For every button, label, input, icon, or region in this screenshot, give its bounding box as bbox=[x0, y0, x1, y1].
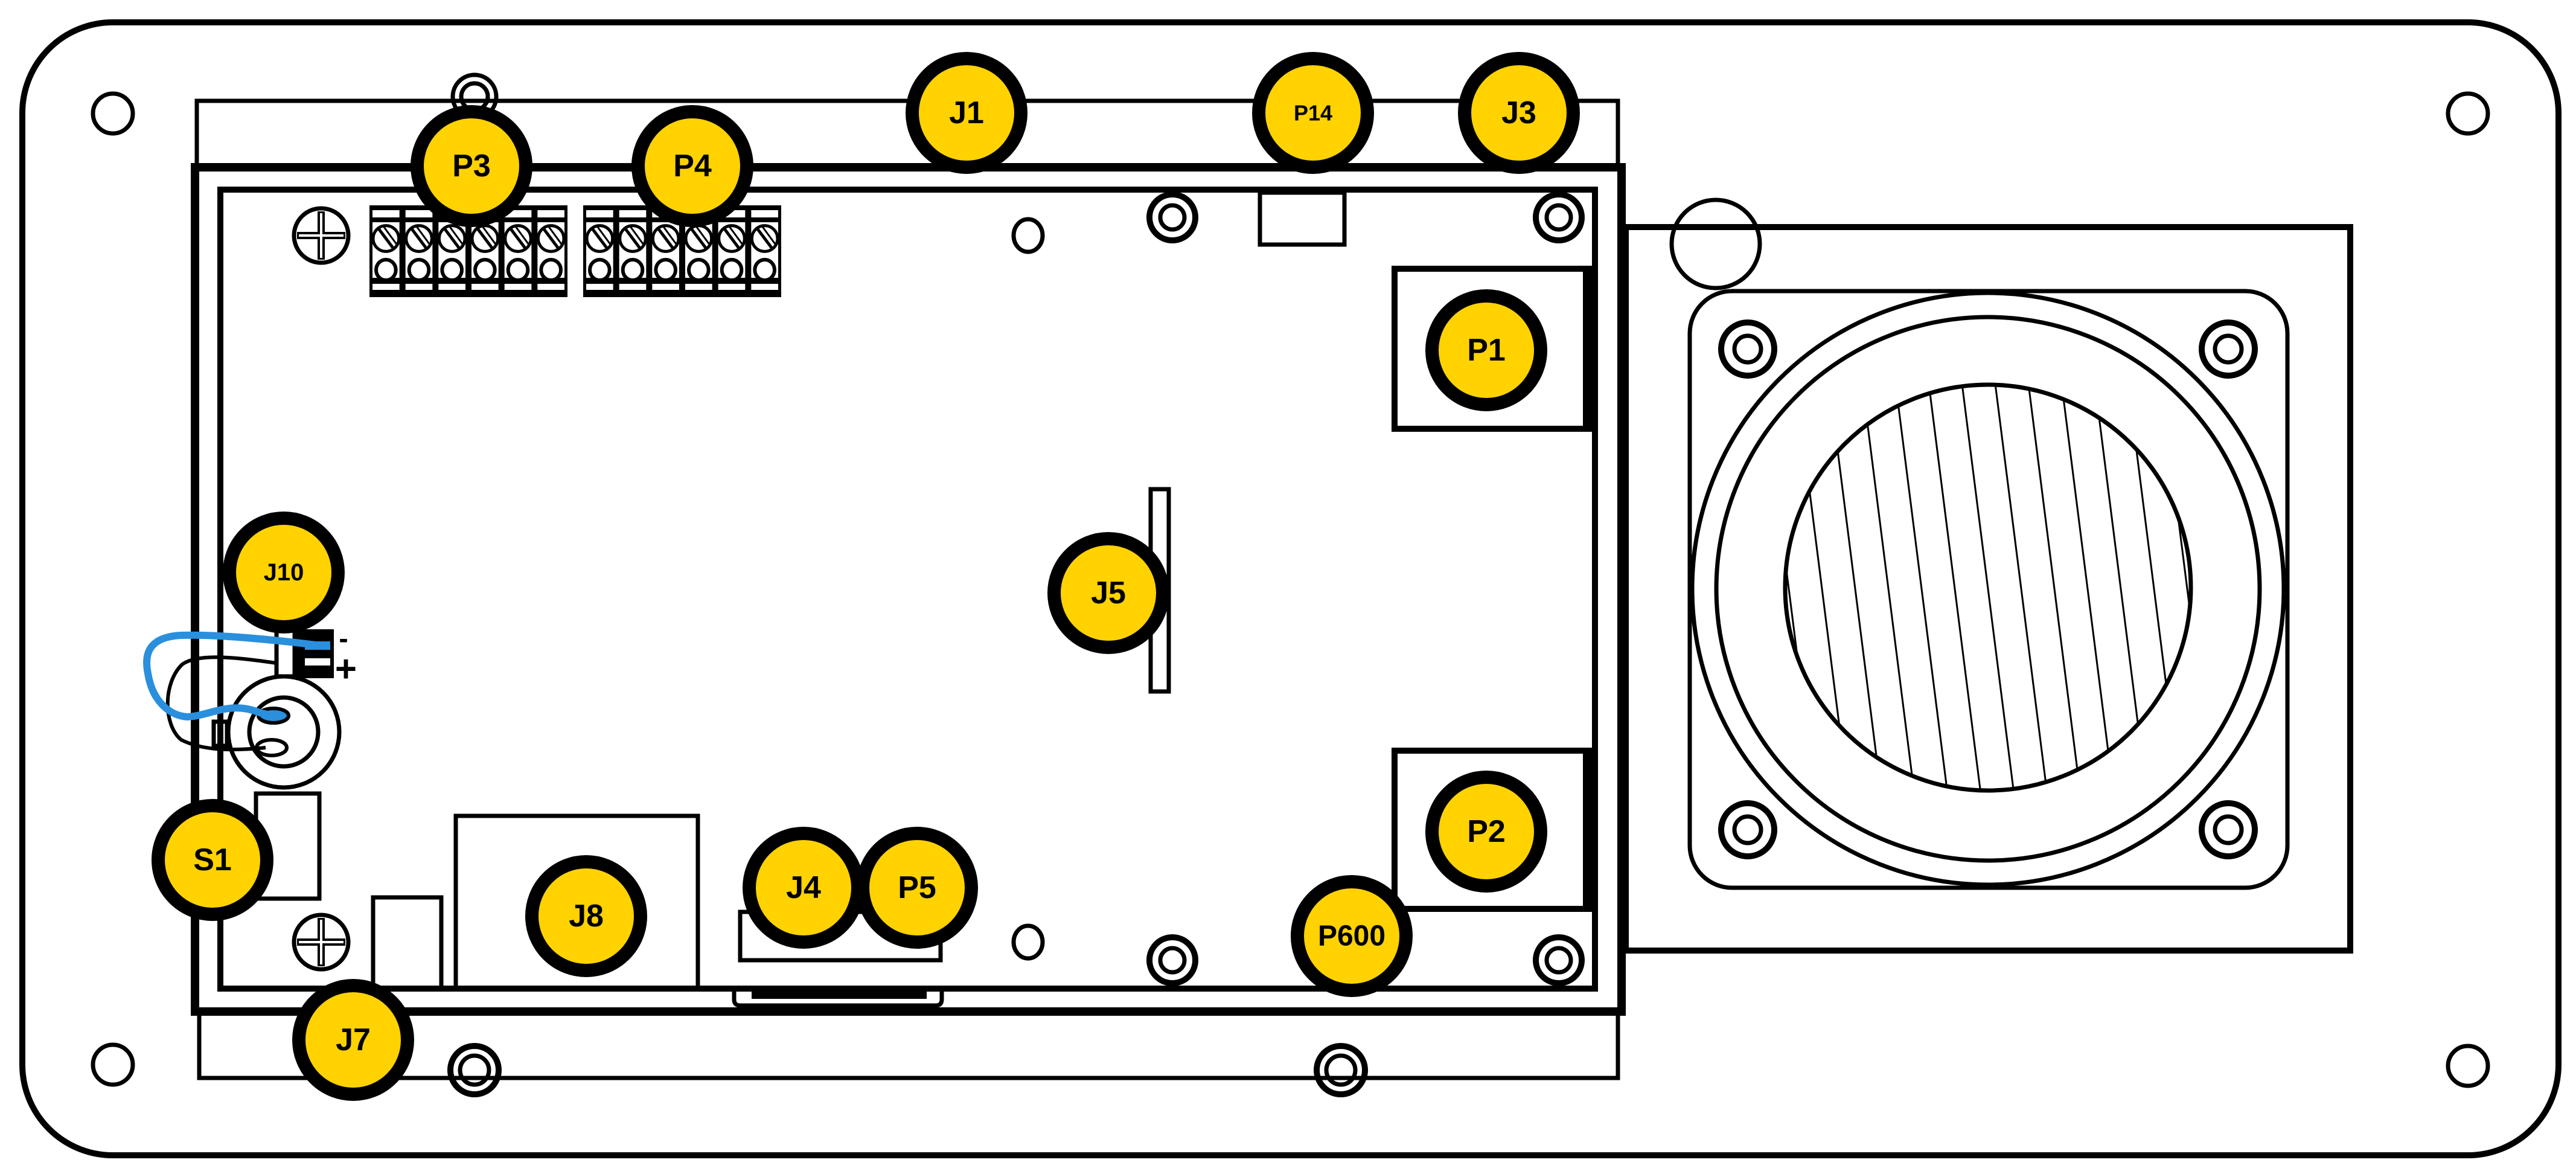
phillips-screw-bottom-left bbox=[292, 913, 351, 972]
p14-header bbox=[1258, 190, 1347, 247]
j7-connector-body bbox=[371, 895, 444, 991]
p4-terminal bbox=[717, 210, 746, 290]
callout-j3-label: J3 bbox=[1501, 95, 1536, 130]
callout-p5[interactable]: P5 bbox=[856, 827, 978, 949]
callout-j10-label: J10 bbox=[264, 559, 304, 586]
polarity-plus-mark: + bbox=[335, 649, 357, 690]
grille-line bbox=[1860, 386, 1917, 789]
speaker-screw-top-right bbox=[2199, 319, 2258, 379]
callout-p3[interactable]: P3 bbox=[411, 105, 532, 227]
pcb-standoff-bottom-center bbox=[1146, 934, 1198, 986]
callout-p2-label: P2 bbox=[1467, 814, 1506, 849]
j4-p5-connector-tab bbox=[732, 990, 944, 1008]
callout-p5-label: P5 bbox=[898, 870, 936, 905]
callout-j8-label: J8 bbox=[569, 899, 604, 934]
callout-p14-label: P14 bbox=[1294, 101, 1332, 126]
callout-j1-label: J1 bbox=[949, 95, 984, 130]
callout-p4[interactable]: P4 bbox=[631, 105, 753, 227]
pcb-hole-bottom bbox=[1011, 923, 1045, 961]
callout-j4-label: J4 bbox=[786, 870, 821, 905]
callout-j3[interactable]: J3 bbox=[1458, 52, 1580, 174]
j8-connector-body bbox=[453, 813, 700, 991]
p3-terminal bbox=[371, 210, 401, 290]
grille-line bbox=[1794, 386, 1850, 789]
p4-terminal bbox=[750, 210, 779, 290]
grille-line bbox=[1926, 386, 1983, 789]
callout-j10[interactable]: J10 bbox=[223, 512, 345, 634]
callout-p14[interactable]: P14 bbox=[1252, 52, 1374, 174]
grille-line bbox=[2059, 386, 2116, 789]
callout-p1-label: P1 bbox=[1467, 333, 1506, 368]
phillips-screw-top-left bbox=[292, 206, 351, 265]
callout-p600[interactable]: P600 bbox=[1291, 875, 1413, 997]
speaker-outer-ring bbox=[1690, 290, 2286, 887]
mounting-hole-bottom-right bbox=[2446, 1044, 2490, 1088]
callout-p4-label: P4 bbox=[673, 149, 712, 184]
speaker-top-hole bbox=[1669, 197, 1762, 290]
mounting-hole-bottom-left bbox=[91, 1042, 135, 1087]
speaker-inner-ring bbox=[1714, 315, 2262, 863]
callout-j4[interactable]: J4 bbox=[743, 827, 865, 949]
j4-p5-connector-tab-fill bbox=[752, 990, 927, 999]
microphone-assembly bbox=[143, 626, 342, 790]
polarity-minus-mark: - bbox=[339, 623, 348, 654]
p3-terminal bbox=[503, 210, 532, 290]
mounting-hole-top-right bbox=[2446, 91, 2490, 136]
outer-panel bbox=[19, 19, 2562, 1158]
grille-line bbox=[1960, 386, 2016, 789]
p3-terminal bbox=[470, 210, 500, 290]
grille-line bbox=[2126, 386, 2182, 789]
p3-terminal bbox=[404, 210, 433, 290]
p1-header-box bbox=[1392, 266, 1594, 432]
blue-wire bbox=[143, 631, 330, 721]
grille-line bbox=[1993, 386, 2050, 789]
grille-line bbox=[1728, 374, 1783, 803]
p4-terminal bbox=[585, 210, 615, 290]
pcb-inner-frame bbox=[217, 187, 1598, 992]
callout-j8[interactable]: J8 bbox=[525, 855, 647, 977]
p4-terminal bbox=[618, 210, 647, 290]
callout-p600-label: P600 bbox=[1318, 920, 1385, 952]
pcb-hole-top bbox=[1011, 217, 1045, 254]
speaker-assembly bbox=[1617, 167, 2353, 1012]
terminal-block-p4 bbox=[583, 205, 781, 297]
standoff-bottom-bracket-left bbox=[447, 1043, 502, 1097]
pcb-standoff-top-center bbox=[1146, 191, 1198, 243]
callout-j1[interactable]: J1 bbox=[906, 52, 1028, 174]
standoff-bottom-bracket-right bbox=[1314, 1043, 1368, 1097]
black-wire bbox=[165, 655, 277, 752]
speaker-screw-bottom-right bbox=[2199, 800, 2258, 859]
pcb-standoff-top-right bbox=[1533, 191, 1585, 243]
speaker-screw-bottom-left bbox=[1718, 800, 1777, 859]
callout-p1[interactable]: P1 bbox=[1425, 289, 1547, 411]
mounting-hole-top-left bbox=[91, 91, 135, 136]
p3-terminal bbox=[536, 210, 566, 290]
callout-j5[interactable]: J5 bbox=[1047, 532, 1169, 654]
callout-p3-label: P3 bbox=[452, 149, 491, 184]
grille-line bbox=[1893, 386, 1950, 789]
callout-j5-label: J5 bbox=[1091, 576, 1126, 611]
speaker-grille bbox=[1783, 382, 2193, 793]
callout-j7[interactable]: J7 bbox=[292, 979, 414, 1101]
callout-p2[interactable]: P2 bbox=[1425, 771, 1547, 893]
callout-s1[interactable]: S1 bbox=[152, 799, 273, 921]
grille-line bbox=[2159, 386, 2190, 789]
j10-connector-body bbox=[294, 629, 334, 678]
grille-line bbox=[2026, 386, 2083, 789]
p2-header-box bbox=[1392, 748, 1594, 912]
grille-line bbox=[1786, 386, 1817, 789]
callout-s1-label: S1 bbox=[193, 842, 232, 877]
speaker-screw-top-left bbox=[1718, 319, 1777, 379]
callout-j7-label: J7 bbox=[336, 1022, 371, 1057]
pcb-standoff-bottom-right bbox=[1533, 934, 1585, 986]
grille-line bbox=[2193, 374, 2248, 803]
